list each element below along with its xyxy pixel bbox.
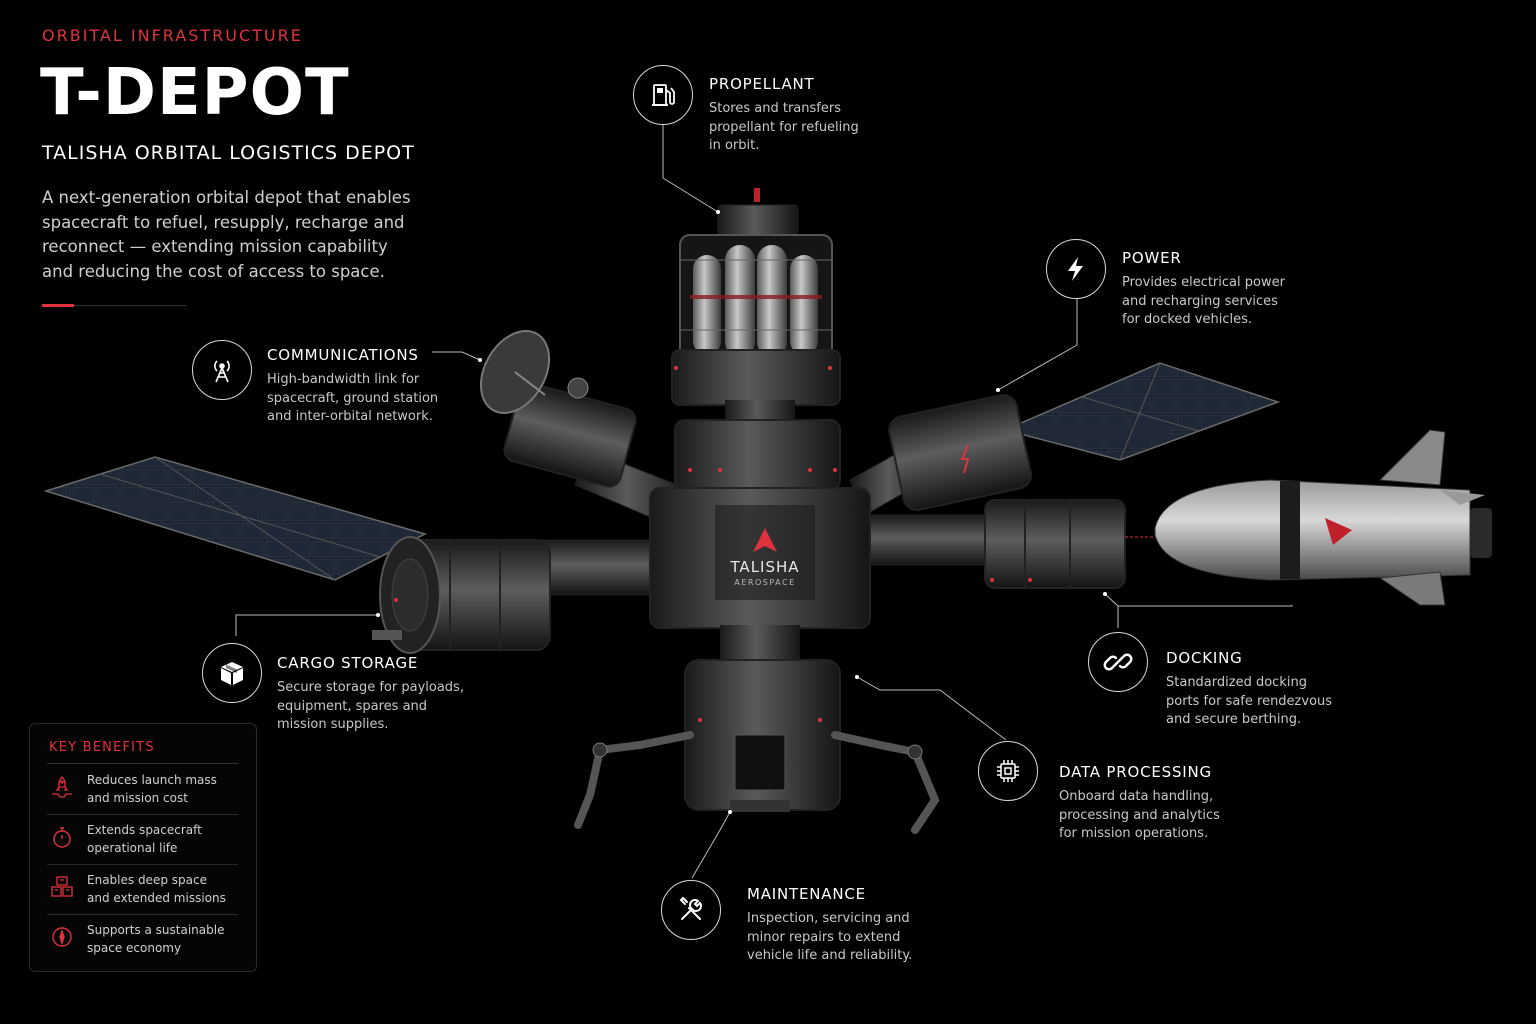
callout-title: DOCKING (1166, 649, 1243, 667)
callout-text: Secure storage for payloads,equipment, s… (277, 680, 464, 732)
communications-module (479, 330, 637, 488)
callout-title: COMMUNICATIONS (267, 346, 419, 364)
timer-icon (53, 827, 71, 848)
wrench-screwdriver-icon (661, 880, 721, 940)
power-module (888, 394, 1032, 511)
cubes-icon (51, 876, 73, 897)
key-benefits-title: KEY BENEFITS (49, 740, 155, 755)
docking-module (984, 499, 1160, 589)
central-hub: TALISHA AEROSPACE (649, 400, 871, 665)
box-icon (202, 643, 262, 703)
maintenance-module (574, 659, 940, 834)
callout-title: PROPELLANT (709, 75, 815, 93)
link-icon (1088, 632, 1148, 692)
page-subtitle: TALISHA ORBITAL LOGISTICS DEPOT (42, 142, 415, 164)
station-logo-sub: AEROSPACE (734, 578, 795, 587)
cargo-module (372, 536, 551, 654)
callout-text: Onboard data handling,processing and ana… (1059, 789, 1220, 841)
lightning-icon (1046, 239, 1106, 299)
antenna-tower-icon (192, 340, 252, 400)
callout-title: MAINTENANCE (747, 885, 866, 903)
propellant-tank-module (671, 188, 841, 406)
left-solar-panel (43, 456, 428, 581)
right-solar-panel (1002, 362, 1281, 461)
rocket-launch-icon (52, 776, 72, 798)
callout-title: DATA PROCESSING (1059, 763, 1212, 781)
docking-spacecraft (1154, 429, 1492, 606)
title-divider (42, 304, 186, 307)
page-description: A next-generation orbital depot that ena… (42, 188, 411, 281)
fuel-pump-icon (633, 65, 693, 125)
page-title: T-DEPOT (40, 56, 350, 130)
kicker: ORBITAL INFRASTRUCTURE (42, 26, 303, 45)
compass-icon (52, 927, 72, 947)
callout-title: POWER (1122, 249, 1182, 267)
callout-title: CARGO STORAGE (277, 654, 419, 672)
chip-icon (978, 741, 1038, 801)
station-logo-name: TALISHA (729, 558, 799, 576)
